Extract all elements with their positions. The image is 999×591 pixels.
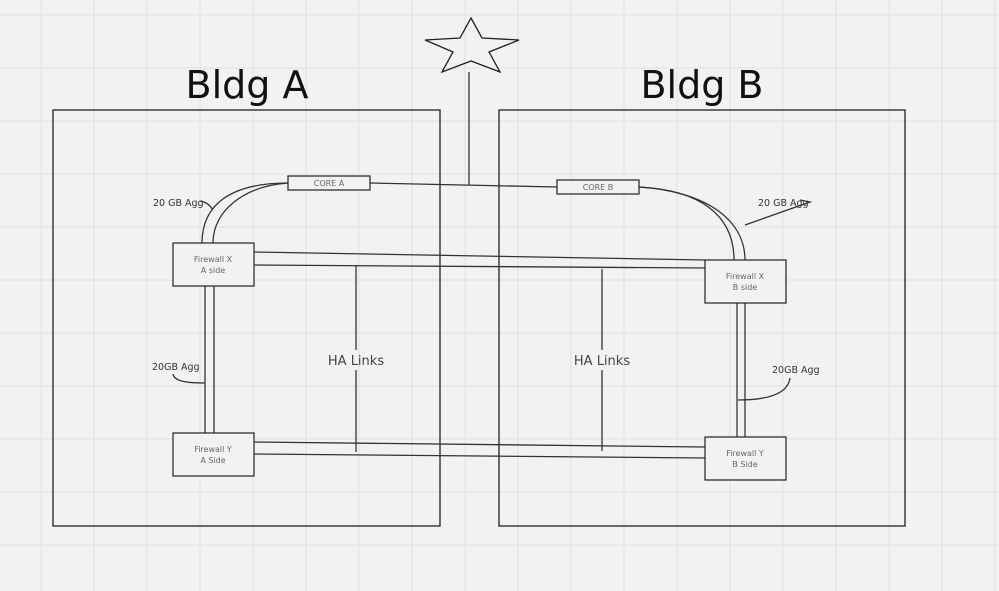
ha-links-label-b: HA Links [574, 354, 630, 369]
agg-pointer-top-b [744, 199, 813, 226]
agg-label-mid-b: 20GB Agg [772, 365, 820, 376]
fw-x-b-line2: B side [733, 283, 758, 292]
ha-link-y-1 [253, 441, 706, 448]
agg-link-a-1 [201, 182, 289, 244]
core-a-label: CORE A [314, 179, 345, 188]
core-a-node[interactable]: CORE A [287, 175, 371, 191]
fw-x-a-line1: Firewall X [194, 255, 233, 264]
fw-y-b-line2: B Side [732, 460, 757, 469]
agg-pointer-top-a [199, 200, 213, 210]
agg-link-b-2 [638, 186, 746, 261]
ha-link-x-1 [253, 251, 706, 261]
agg-pointer-mid-a [172, 373, 206, 384]
fw-x-b-line1: Firewall X [726, 272, 765, 281]
fw-x-a-line2: A side [201, 266, 225, 275]
agg-label-top-a: 20 GB Agg [153, 198, 204, 209]
fw-y-b-line1: Firewall Y [726, 449, 764, 458]
agg-link-b-1 [638, 186, 735, 261]
star-icon[interactable] [424, 16, 520, 74]
core-link [369, 182, 558, 188]
bldg-b-container[interactable] [498, 109, 906, 527]
agg-label-mid-a: 20GB Agg [152, 362, 200, 373]
core-b-node[interactable]: CORE B [556, 179, 640, 195]
fw-y-a-line1: Firewall Y [194, 445, 232, 454]
core-b-label: CORE B [583, 183, 614, 192]
agg-label-top-b: 20 GB Agg [758, 198, 809, 209]
firewall-y-b-node[interactable]: Firewall Y B Side [704, 436, 787, 481]
ha-links-label-a: HA Links [328, 354, 384, 369]
agg-pointer-mid-b [737, 377, 791, 401]
ha-link-x-2 [253, 264, 706, 269]
agg-link-a-2 [212, 182, 289, 244]
bldg-a-title: Bldg A [186, 63, 309, 107]
bldg-a-container[interactable] [52, 109, 441, 527]
firewall-y-a-node[interactable]: Firewall Y A Side [172, 432, 255, 477]
firewall-x-a-node[interactable]: Firewall X A side [172, 242, 255, 287]
firewall-x-b-node[interactable]: Firewall X B side [704, 259, 787, 304]
ha-link-y-2 [253, 453, 706, 459]
fw-y-a-line2: A Side [200, 456, 225, 465]
bldg-b-title: Bldg B [640, 63, 763, 107]
